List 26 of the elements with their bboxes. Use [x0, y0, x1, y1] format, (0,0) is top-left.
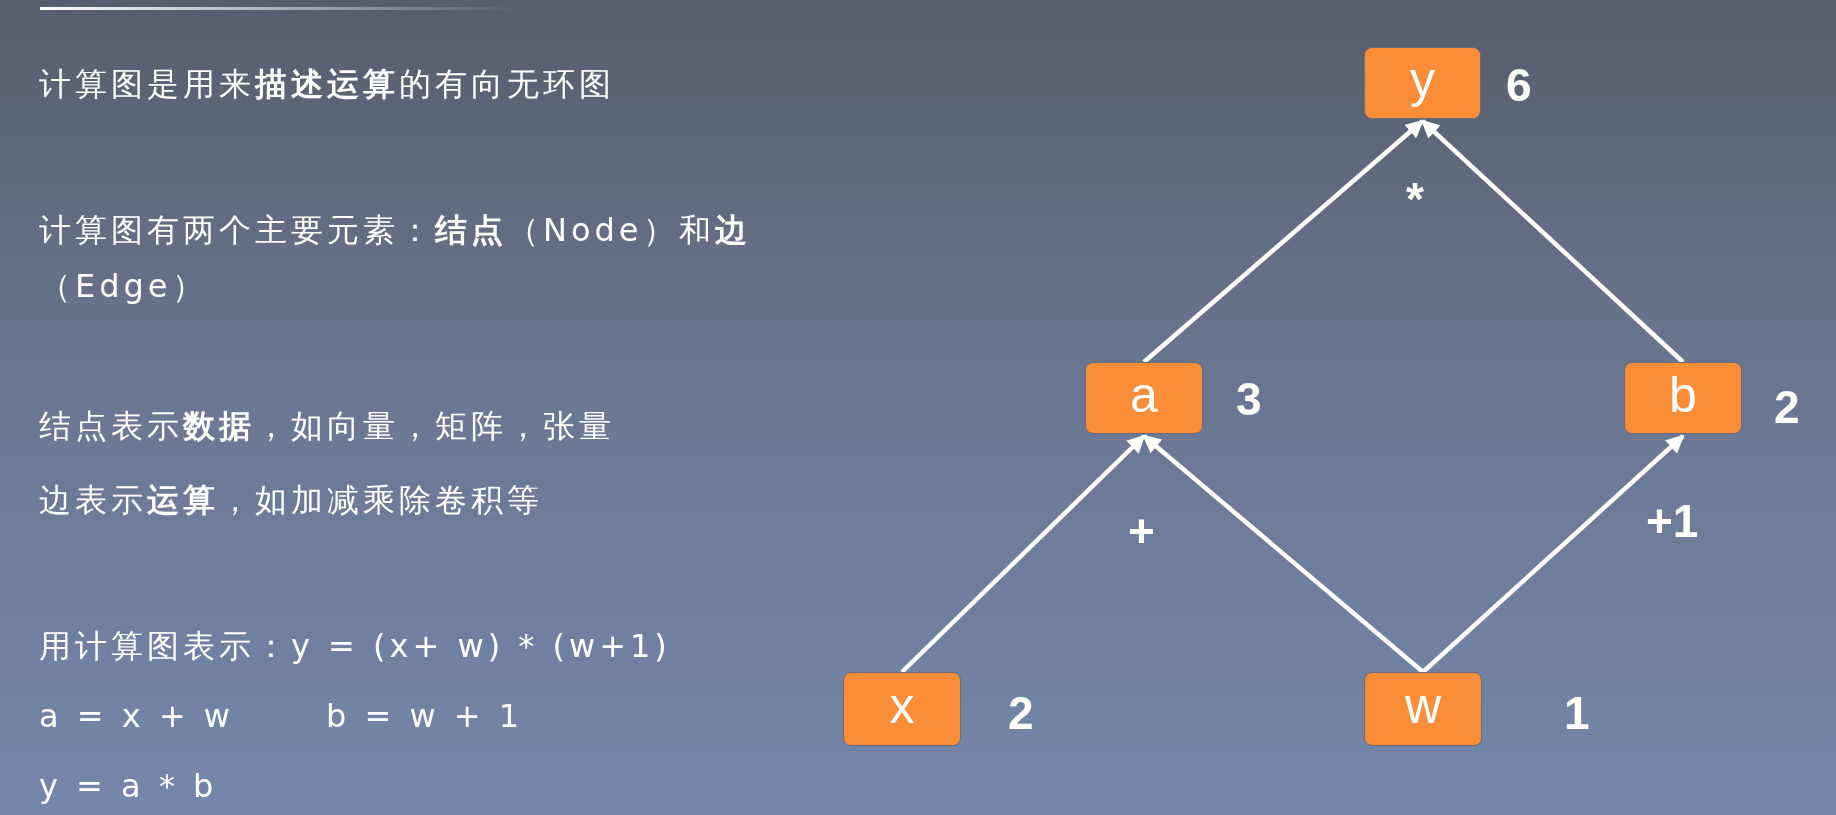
arrow: [1420, 119, 1685, 364]
paragraph: 计算图有两个主要元素：结点（Node）和边（Edge）: [39, 210, 752, 307]
value-label: 6: [1506, 62, 1532, 108]
node-box: w: [1364, 672, 1482, 746]
operator-label: +: [1128, 508, 1155, 554]
formula-text: y = a * b: [39, 766, 218, 807]
arrow: [900, 434, 1146, 674]
arrow: [1142, 119, 1424, 364]
value-label: 3: [1236, 376, 1262, 422]
node-box: y: [1364, 47, 1481, 119]
node-box: b: [1624, 362, 1742, 434]
formula-text: b = w + 1: [326, 696, 524, 737]
value-label: 1: [1564, 690, 1590, 736]
text-line: 结点表示数据，如向量，矩阵，张量: [39, 406, 615, 447]
arrow: [1142, 434, 1425, 674]
operator-label: *: [1406, 176, 1424, 222]
node-box: a: [1085, 362, 1203, 434]
value-label: 2: [1008, 690, 1034, 736]
formula-text: a = x + w: [39, 696, 235, 737]
node-box: x: [843, 672, 961, 746]
text-line: 边表示运算，如加减乘除卷积等: [39, 480, 543, 521]
arrow: [1421, 434, 1685, 674]
operator-label: +1: [1646, 498, 1699, 544]
text-line: 计算图是用来描述运算的有向无环图: [39, 64, 615, 105]
value-label: 2: [1774, 384, 1800, 430]
formula-text: 用计算图表示：y = (x+ w) * (w+1): [39, 626, 671, 667]
